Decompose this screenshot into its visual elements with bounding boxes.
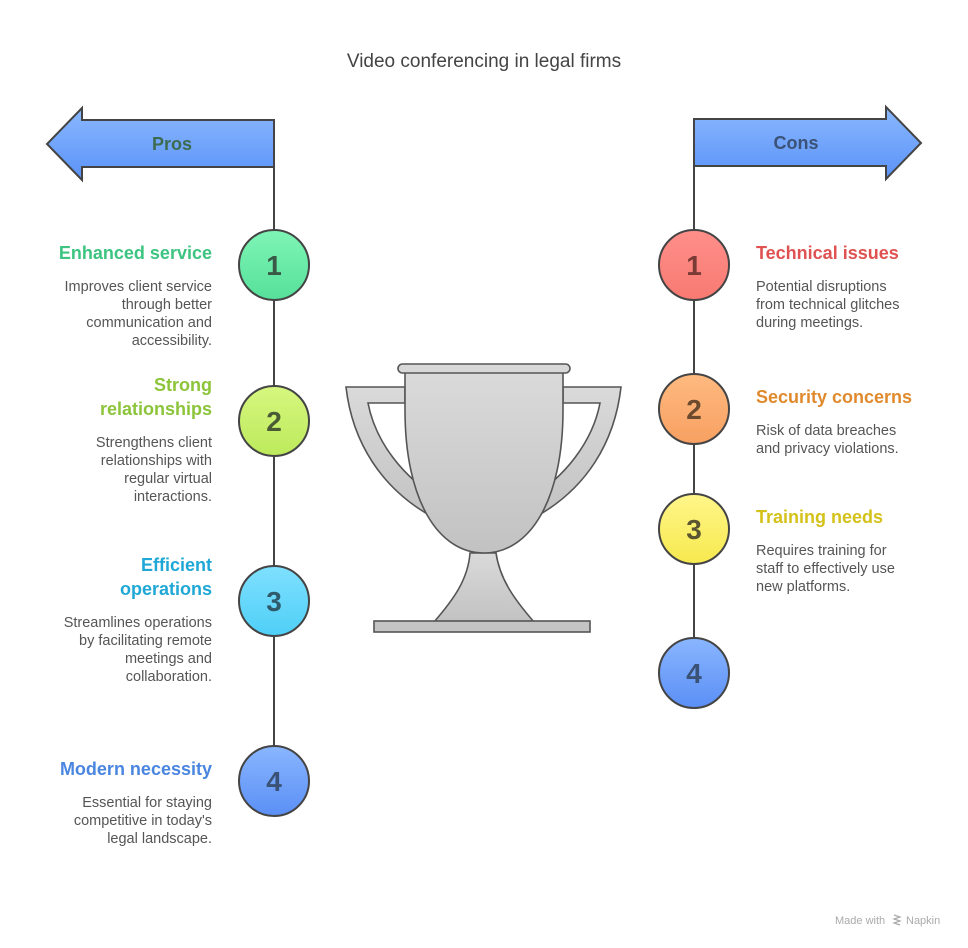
item-description: regular virtual [124,471,212,487]
item-number: 2 [266,406,282,437]
made-with-text: Made with [835,915,885,927]
item-heading: Training needs [756,507,883,527]
item-number: 4 [266,766,282,797]
number-circle [238,565,310,637]
item-description: Potential disruptions [756,279,887,295]
item-heading: relationships [100,399,212,419]
item-heading: Security concerns [756,387,912,407]
item-description: legal landscape. [107,831,212,847]
item-description: communication and [86,315,212,331]
number-circle [238,385,310,457]
number-circle [238,745,310,817]
item-heading: Efficient [141,555,212,575]
item-description: accessibility. [132,333,212,349]
item-description: during meetings. [756,315,863,331]
item-heading: operations [120,579,212,599]
item-number: 3 [686,514,702,545]
item-description: Risk of data breaches [756,423,896,439]
number-circle [658,229,730,301]
item-description: collaboration. [126,669,212,685]
item-description: Streamlines operations [64,615,212,631]
item-number: 3 [266,586,282,617]
napkin-watermark: Made with Napkin [835,914,940,927]
trophy-icon [345,363,622,633]
napkin-logo-icon [892,914,902,926]
cons-label: Cons [774,133,819,153]
napkin-brand-text: Napkin [906,915,940,927]
item-description: meetings and [125,651,212,667]
item-number: 2 [686,394,702,425]
item-heading: Technical issues [756,243,899,263]
item-description: staff to effectively use [756,561,895,577]
number-circle [658,637,730,709]
item-heading: Strong [154,375,212,395]
item-description: Requires training for [756,543,887,559]
item-number: 4 [686,658,702,689]
item-description: relationships with [101,453,212,469]
number-circle [238,229,310,301]
item-description: Strengthens client [96,435,212,451]
pros-label: Pros [152,134,192,154]
item-description: and privacy violations. [756,441,899,457]
item-description: Improves client service [65,279,212,295]
item-number: 1 [266,250,282,281]
item-description: interactions. [134,489,212,505]
item-description: from technical glitches [756,297,899,313]
item-description: new platforms. [756,579,850,595]
cons-item-4: 4 [658,637,730,709]
item-description: competitive in today's [74,813,212,829]
item-heading: Enhanced service [59,243,212,263]
item-number: 1 [686,250,702,281]
number-circle [658,373,730,445]
item-description: through better [122,297,212,313]
number-circle [658,493,730,565]
diagram-title: Video conferencing in legal firms [347,51,621,72]
cons-arrow: Cons [693,104,923,182]
pros-arrow: Pros [45,105,275,183]
item-description: Essential for staying [82,795,212,811]
item-description: by facilitating remote [79,633,212,649]
item-heading: Modern necessity [60,759,212,779]
